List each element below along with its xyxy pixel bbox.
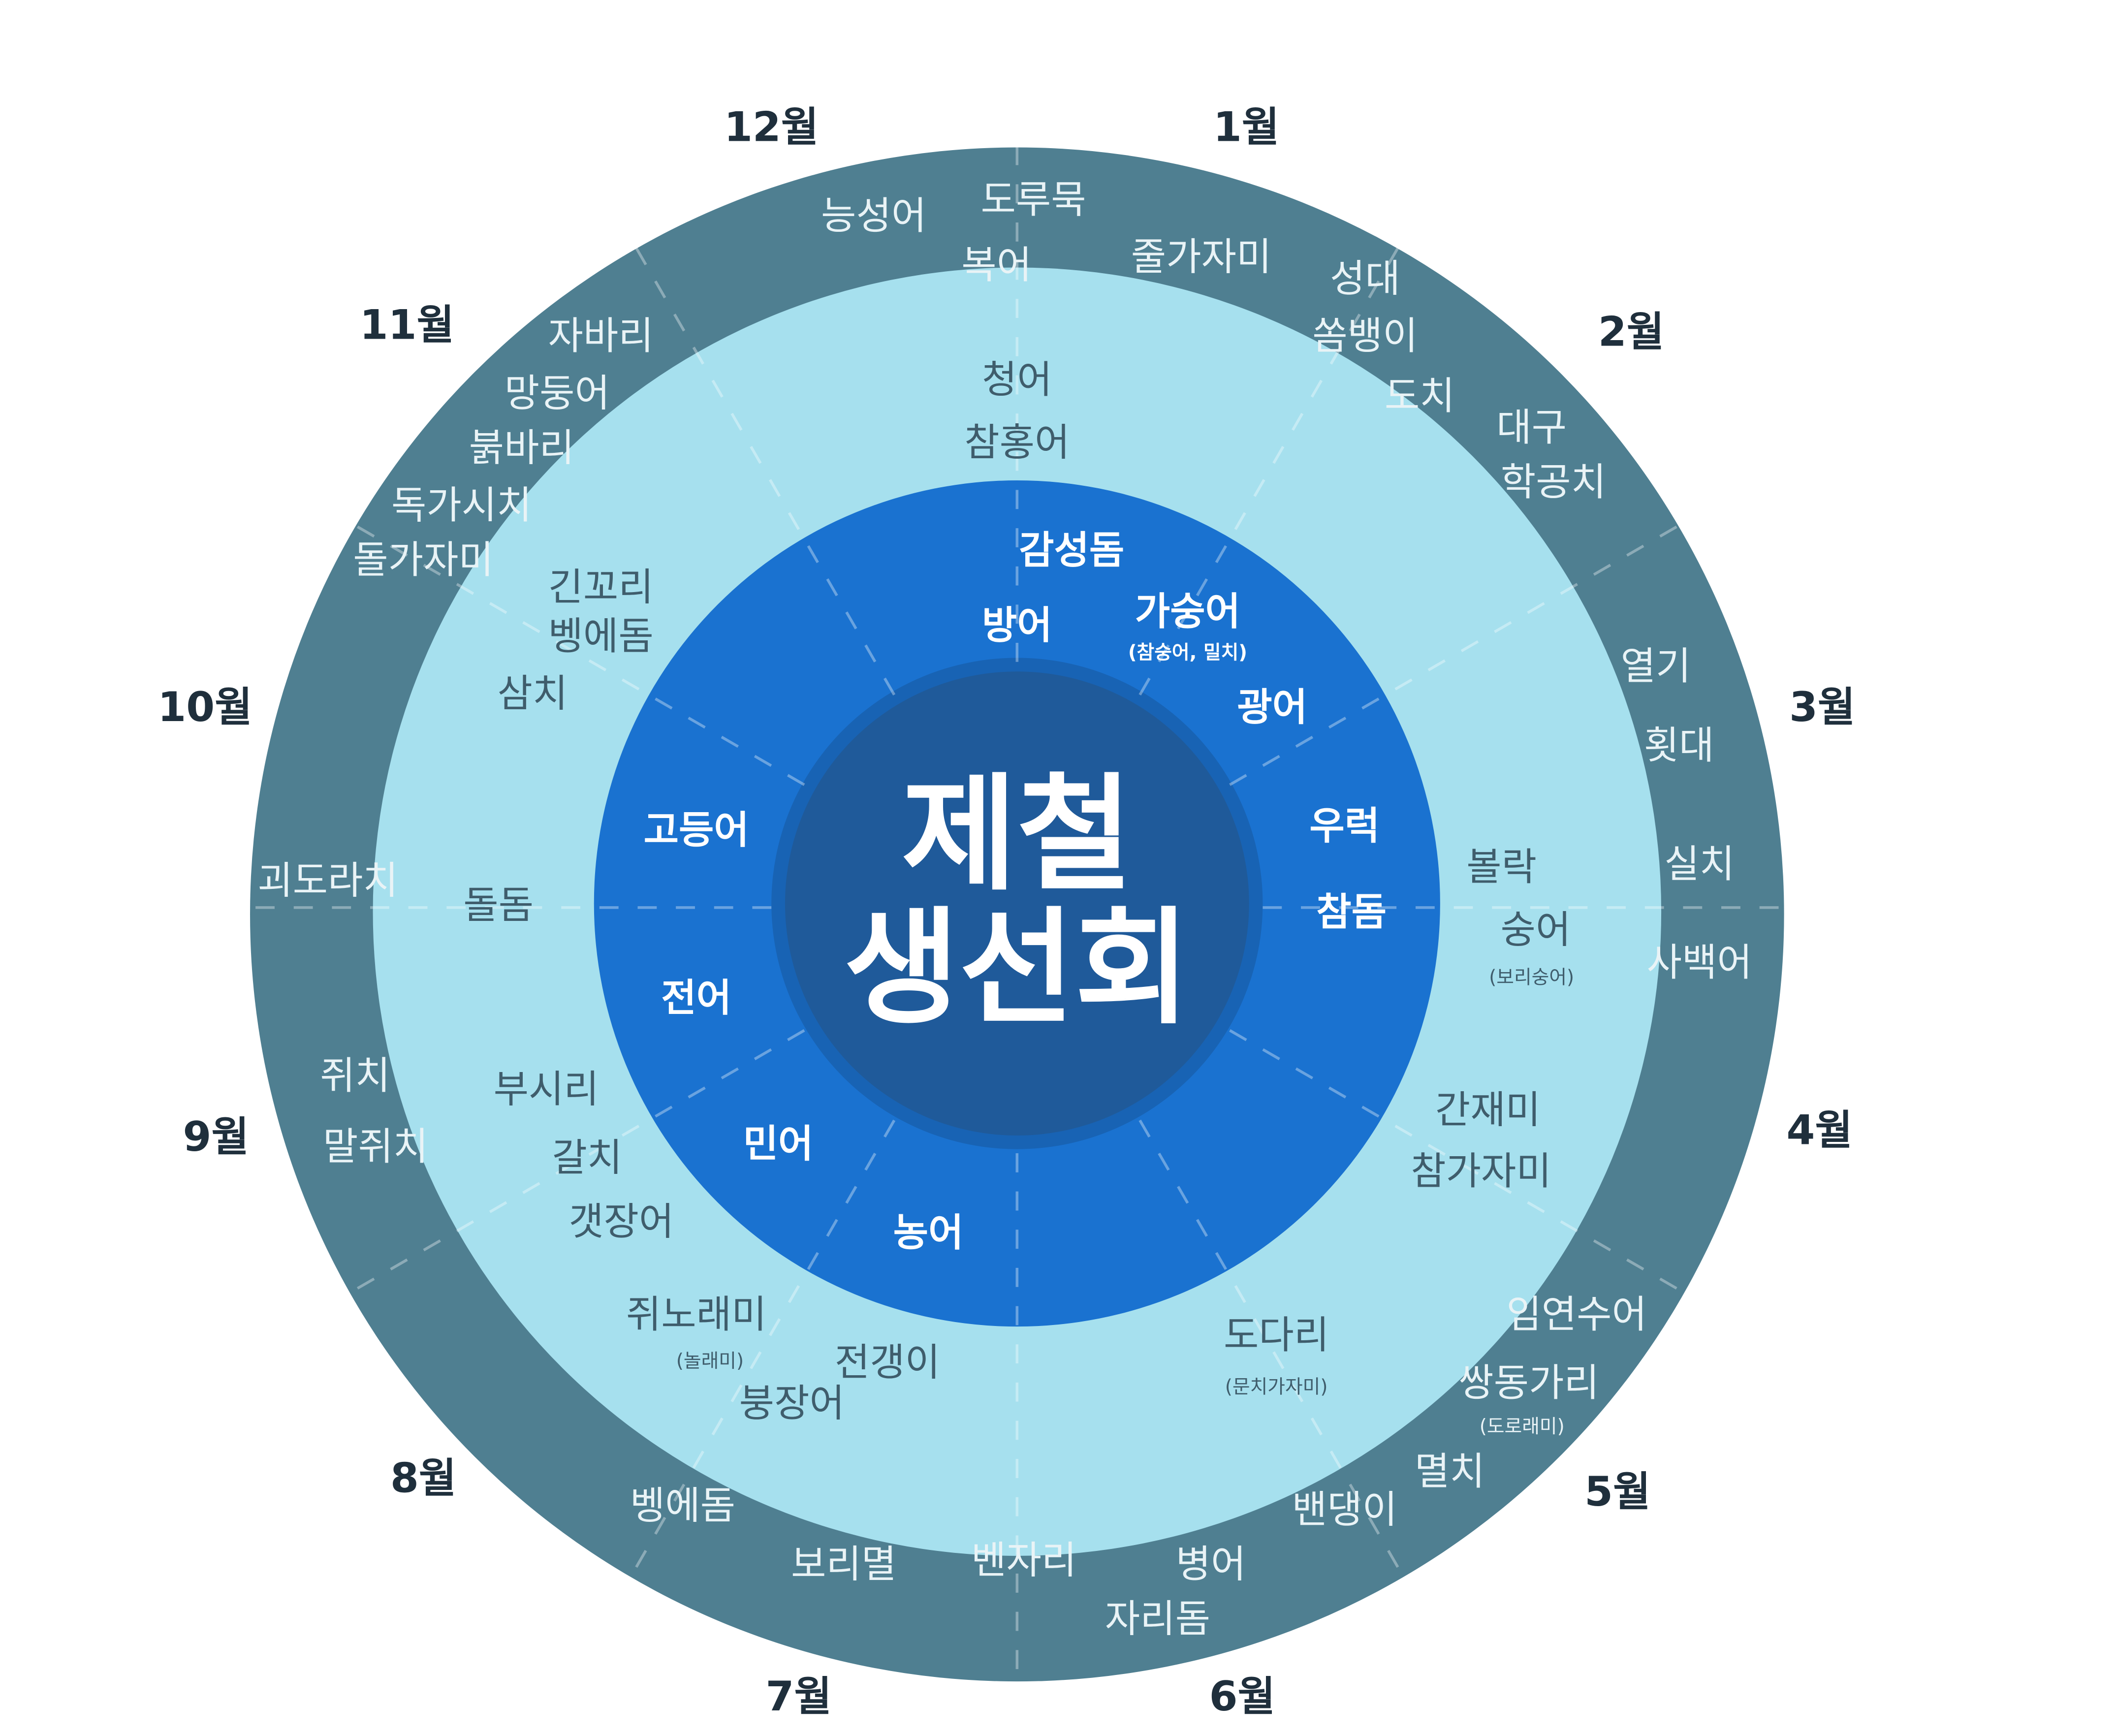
fish-label: 말쥐치 bbox=[323, 1125, 428, 1169]
fish-label: 참돔 bbox=[1316, 890, 1387, 934]
fish-label: 횟대 bbox=[1644, 724, 1714, 768]
fish-note: (참숭어, 밀치) bbox=[1128, 642, 1247, 664]
fish-label: 참홍어 bbox=[964, 420, 1070, 465]
fish-label: 밴댕이 bbox=[1292, 1488, 1397, 1532]
fish-label: 긴꼬리 bbox=[548, 565, 653, 609]
fish-label: 가숭어 bbox=[1135, 590, 1240, 634]
fish-label: 쏨뱅이 bbox=[1312, 314, 1418, 358]
month-label: 7월 bbox=[765, 1673, 831, 1720]
inner-ring-fish: 감성돔 방어 가숭어 (참숭어, 밀치) 광어 우럭 참돔 고등어 전어 민어 … bbox=[644, 528, 1387, 1255]
month-label: 6월 bbox=[1209, 1673, 1275, 1720]
month-divider-line bbox=[1138, 245, 1401, 696]
fish-label: 참가자미 bbox=[1411, 1149, 1551, 1194]
center-title-line1: 제철 bbox=[902, 761, 1133, 908]
fish-label: 방어 bbox=[982, 603, 1052, 648]
fish-label: 갯장어 bbox=[568, 1200, 674, 1244]
fish-label: 민어 bbox=[743, 1122, 814, 1167]
fish-label: 도루묵 bbox=[980, 178, 1086, 222]
month-label: 4월 bbox=[1787, 1106, 1853, 1154]
month-divider-line bbox=[1229, 1029, 1680, 1291]
month-divider-line bbox=[1229, 524, 1680, 786]
fish-label: 감성돔 bbox=[1019, 528, 1124, 572]
month-divider-line bbox=[633, 1119, 896, 1571]
fish-label: 도다리 bbox=[1224, 1313, 1329, 1357]
fish-label: 벤자리 bbox=[971, 1538, 1076, 1582]
fish-label: 망둥어 bbox=[505, 372, 610, 416]
fish-label: 전어 bbox=[661, 976, 731, 1020]
fish-label: 멸치 bbox=[1415, 1450, 1485, 1494]
fish-label: 임연수어 bbox=[1506, 1293, 1647, 1337]
month-label: 12월 bbox=[724, 103, 819, 151]
month-label: 1월 bbox=[1213, 103, 1279, 151]
fish-label: 도치 bbox=[1385, 374, 1455, 418]
fish-note: (보리숭어) bbox=[1489, 967, 1574, 989]
month-label: 11월 bbox=[360, 301, 454, 348]
fish-label: 삼치 bbox=[498, 672, 568, 716]
fish-label: 자리돔 bbox=[1105, 1597, 1210, 1641]
fish-label: 병어 bbox=[1176, 1543, 1246, 1587]
month-label: 9월 bbox=[183, 1113, 249, 1161]
month-label: 10월 bbox=[158, 683, 252, 731]
month-divider-line bbox=[1138, 1119, 1401, 1571]
fish-label: 부시리 bbox=[494, 1068, 599, 1112]
center-circle bbox=[785, 671, 1249, 1136]
fish-label: 간재미 bbox=[1435, 1088, 1541, 1132]
fish-label: 농어 bbox=[893, 1211, 964, 1255]
fish-label: 능성어 bbox=[821, 194, 926, 238]
fish-label: 열기 bbox=[1621, 644, 1691, 689]
month-divider-line bbox=[354, 1029, 805, 1291]
fish-note: (문치가자미) bbox=[1225, 1376, 1328, 1398]
outer-ring-fish: 능성어 도루묵 복어 줄가자미 성대 쏨뱅이 도치 대구 학공치 자바리 망둥어… bbox=[257, 178, 1752, 1641]
month-label: 2월 bbox=[1598, 308, 1664, 355]
fish-label: 돌돔 bbox=[463, 883, 534, 927]
fish-note: (놀래미) bbox=[676, 1350, 744, 1372]
fish-label: 독가시치 bbox=[391, 483, 532, 528]
fish-label: 쥐치 bbox=[320, 1054, 390, 1098]
month-label: 3월 bbox=[1789, 683, 1855, 731]
fish-label: 숭어 bbox=[1501, 908, 1571, 952]
fish-label: 대구 bbox=[1496, 406, 1567, 450]
fish-label: 벵에돔 bbox=[548, 614, 653, 659]
month-divider-line bbox=[354, 524, 805, 786]
month-label: 8월 bbox=[390, 1454, 456, 1502]
middle-ring-fish: 청어 참홍어 긴꼬리 벵에돔 삼치 볼락 숭어 (보리숭어) 돌돔 부시리 갈치… bbox=[463, 358, 1574, 1426]
fish-label: 붉바리 bbox=[469, 426, 574, 471]
month-label: 5월 bbox=[1584, 1468, 1650, 1515]
month-divider-line bbox=[633, 245, 896, 696]
fish-label: 사백어 bbox=[1647, 941, 1752, 985]
fish-label: 갈치 bbox=[552, 1136, 622, 1180]
fish-label: 청어 bbox=[982, 358, 1052, 402]
fish-label: 돌가자미 bbox=[353, 538, 494, 582]
fish-label: 학공치 bbox=[1501, 460, 1606, 505]
fish-label: 볼락 bbox=[1466, 845, 1537, 889]
fish-label: 벵에돔 bbox=[630, 1483, 735, 1528]
fish-label: 우럭 bbox=[1309, 804, 1380, 849]
fish-label: 쌍동가리 bbox=[1458, 1361, 1599, 1405]
fish-label: 고등어 bbox=[644, 808, 749, 852]
fish-label: 광어 bbox=[1237, 685, 1307, 729]
fish-note: (도로래미) bbox=[1480, 1416, 1565, 1438]
center-title-line2: 생선회 bbox=[844, 895, 1190, 1042]
fish-label: 보리멸 bbox=[791, 1543, 896, 1587]
fish-label: 자바리 bbox=[548, 314, 653, 358]
fish-label: 복어 bbox=[961, 243, 1032, 287]
fish-label: 줄가자미 bbox=[1131, 235, 1272, 279]
month-dividers bbox=[253, 143, 1782, 1672]
fish-label: 전갱이 bbox=[835, 1340, 940, 1385]
fish-label: 쥐노래미 bbox=[626, 1293, 767, 1337]
fish-label: 성대 bbox=[1330, 257, 1400, 301]
fish-label: 붕장어 bbox=[739, 1381, 845, 1425]
fish-label: 괴도라치 bbox=[257, 858, 398, 903]
fish-label: 실치 bbox=[1664, 842, 1735, 886]
